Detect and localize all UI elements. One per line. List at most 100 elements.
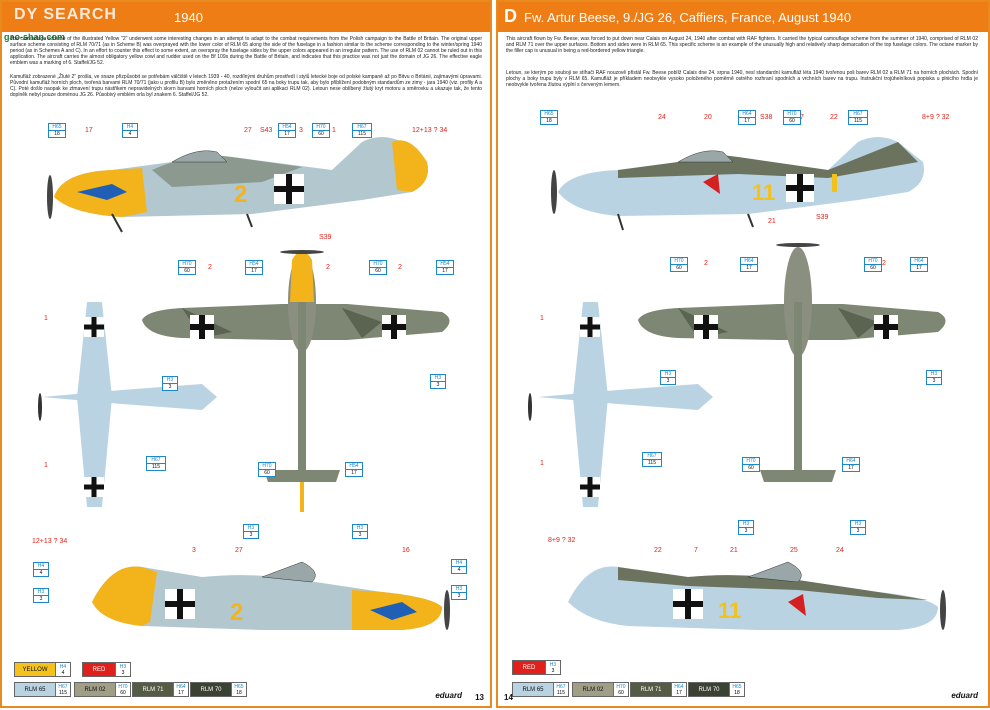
callout-num: 60 — [748, 465, 754, 471]
swatch-code: H67 — [58, 683, 68, 690]
callout-code: H54 — [437, 261, 453, 268]
callout-num: 3 — [436, 382, 440, 388]
callout-num: 3 — [744, 528, 748, 534]
page-number: 14 — [504, 693, 513, 702]
left-header: DY SEARCH 1940 — [2, 2, 490, 32]
callout-num: 60 — [375, 268, 381, 274]
callout-code: H70 — [865, 258, 881, 265]
part-number: 2 — [704, 260, 708, 267]
swatch-code: H65 — [234, 683, 244, 690]
callout-num: 4 — [39, 570, 43, 576]
swatch-code: H3 — [549, 661, 557, 668]
part-number: 3 — [192, 547, 196, 554]
left-text-en: The camouflage scheme of the illustrated… — [10, 36, 482, 66]
swatch-num: 60 — [120, 689, 126, 696]
callout-num: 60 — [318, 131, 324, 137]
callout-code: H3 — [851, 521, 865, 528]
swatch-label: RLM 02 — [573, 683, 613, 696]
swatch-label: RLM 65 — [15, 683, 55, 696]
swatch-num: 115 — [59, 689, 67, 696]
swatch-label: RLM 65 — [513, 683, 553, 696]
callout-num: 115 — [648, 460, 656, 466]
part-number: 22 — [830, 114, 838, 121]
part-number: 2 — [208, 264, 212, 271]
left-wing-planform — [142, 250, 450, 512]
profile-letter: D — [504, 6, 517, 26]
left-page: DY SEARCH 1940 gao-shan.com The camoufla… — [0, 0, 492, 708]
part-number: 8+9 ? 32 — [922, 114, 950, 121]
part-number: S43 — [260, 127, 273, 134]
callout-code: H54 — [346, 463, 362, 470]
swatch-code: H64 — [176, 683, 186, 690]
swatch-num: 18 — [236, 689, 242, 696]
callout-code: H70 — [784, 111, 800, 118]
callout-code: H3 — [661, 371, 675, 378]
part-number: 2 — [398, 264, 402, 271]
callout-num: 17 — [744, 118, 750, 124]
callout-code: H67 — [643, 453, 661, 460]
callout-num: 60 — [870, 265, 876, 271]
part-number: 1 — [44, 462, 48, 469]
swatch-label: RED — [513, 661, 545, 674]
swatch-label: RLM 70 — [689, 683, 729, 696]
part-number: 1 — [540, 460, 544, 467]
callout-code: H4 — [34, 563, 48, 570]
callout-num: 3 — [457, 593, 461, 599]
right-profiles-art: 11 11 — [528, 137, 946, 630]
callout-num: 18 — [54, 131, 60, 137]
part-number: S39 — [816, 214, 829, 221]
swatch-code: H4 — [59, 663, 67, 670]
callout-code: H3 — [739, 521, 753, 528]
right-text-en: This aircraft flown by Fw. Beese, was fo… — [506, 36, 978, 54]
part-number: 12+13 ? 34 — [32, 538, 68, 545]
callout-code: H70 — [313, 124, 329, 131]
swatch-num: 18 — [734, 689, 740, 696]
part-number: S38 — [760, 114, 773, 121]
callout-code: H67 — [147, 457, 165, 464]
left-text-cz: Kamufláž zobrazené „Žluté 2" prošla, ve … — [10, 74, 482, 98]
callout-code: H3 — [244, 525, 258, 532]
part-number: 27 — [244, 127, 252, 134]
right-underside-planform — [528, 302, 713, 507]
watermark-domain: gao-shan.com — [4, 32, 66, 42]
swatch-label: RLM 71 — [631, 683, 671, 696]
callout-num: 3 — [358, 532, 362, 538]
svg-text:2: 2 — [230, 599, 243, 626]
part-number: 16 — [402, 547, 410, 554]
watermark-text: DY SEARCH — [14, 6, 117, 23]
part-number: 20 — [704, 114, 712, 121]
callout-num: 60 — [184, 268, 190, 274]
swatch-label: RED — [83, 663, 115, 676]
svg-text:11: 11 — [718, 598, 741, 623]
callout-num: 17 — [351, 470, 357, 476]
callout-num: 17 — [916, 265, 922, 271]
callout-num: 115 — [854, 118, 862, 124]
swatch-num: 4 — [61, 669, 65, 676]
left-side-profile-bottom: 2 — [92, 561, 450, 630]
swatch-code: H65 — [732, 683, 742, 690]
callout-num: 3 — [666, 378, 670, 384]
callout-code: H3 — [452, 586, 466, 593]
